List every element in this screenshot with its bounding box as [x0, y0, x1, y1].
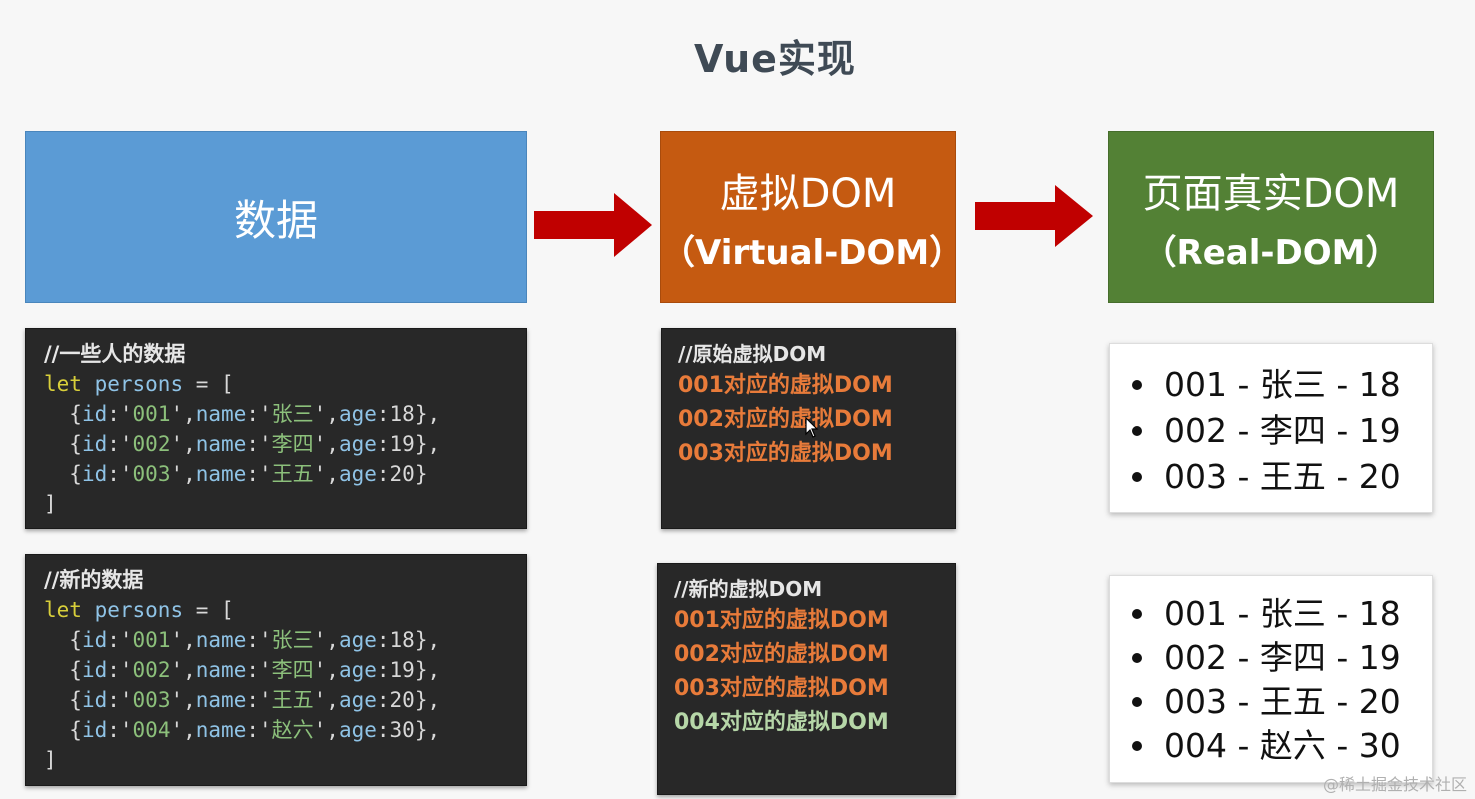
- bullet-icon: [1132, 653, 1142, 663]
- code-open-bracket: = [: [183, 372, 234, 396]
- code-row: {id:'004',name:'赵六',age:30},: [44, 718, 441, 742]
- page-title: Vue实现: [694, 37, 856, 81]
- vdom-item-new: 004对应的虚拟DOM: [674, 710, 889, 735]
- list-item: 001 - 张三 - 18: [1132, 362, 1414, 408]
- vdom-item: 001对应的虚拟DOM: [678, 373, 893, 398]
- virtual-dom-box-subtitle: （Virtual-DOM）: [661, 232, 964, 273]
- virtual-dom-box: 虚拟DOM （Virtual-DOM）: [660, 131, 964, 303]
- old-real-dom-list: 001 - 张三 - 18 002 - 李四 - 19 003 - 王五 - 2…: [1109, 343, 1433, 513]
- data-box: 数据: [25, 131, 527, 303]
- code-variable: persons: [94, 372, 184, 396]
- real-dom-box-title: 页面真实DOM: [1142, 170, 1400, 217]
- bullet-icon: [1132, 741, 1142, 751]
- data-box-label: 数据: [233, 195, 318, 245]
- code-row: {id:'002',name:'李四',age:19},: [44, 432, 441, 456]
- real-dom-box: 页面真实DOM （Real-DOM）: [1108, 131, 1434, 303]
- arrow-right-icon: [975, 185, 1093, 247]
- code-comment: //新的数据: [44, 568, 144, 592]
- vdom-comment: //新的虚拟DOM: [674, 577, 823, 601]
- virtual-dom-box-title: 虚拟DOM: [719, 170, 897, 217]
- list-item: 003 - 王五 - 20: [1132, 680, 1414, 724]
- new-real-dom-list: 001 - 张三 - 18 002 - 李四 - 19 003 - 王五 - 2…: [1109, 575, 1433, 783]
- real-dom-box-subtitle: （Real-DOM）: [1142, 232, 1400, 273]
- code-comment: //一些人的数据: [44, 342, 186, 366]
- list-item: 001 - 张三 - 18: [1132, 592, 1414, 636]
- code-row: {id:'001',name:'张三',age:18},: [44, 628, 441, 652]
- old-data-code-block: //一些人的数据 let persons = [ {id:'001',name:'…: [25, 328, 527, 529]
- mouse-cursor-icon: [805, 417, 819, 438]
- code-row: {id:'001',name:'张三',age:18},: [44, 402, 441, 426]
- code-row: {id:'003',name:'王五',age:20}: [44, 462, 428, 486]
- code-open-bracket: = [: [183, 598, 234, 622]
- bullet-icon: [1132, 426, 1142, 436]
- code-variable: persons: [94, 598, 184, 622]
- list-item: 002 - 李四 - 19: [1132, 636, 1414, 680]
- vdom-comment: //原始虚拟DOM: [678, 342, 827, 366]
- code-row: {id:'003',name:'王五',age:20},: [44, 688, 441, 712]
- vdom-item: 003对应的虚拟DOM: [678, 441, 893, 466]
- new-data-code-block: //新的数据 let persons = [ {id:'001',name:'张三…: [25, 554, 527, 786]
- code-close-bracket: ]: [44, 492, 57, 516]
- old-virtual-dom-block: //原始虚拟DOM 001对应的虚拟DOM 002对应的虚拟DOM 003对应的…: [661, 328, 956, 529]
- bullet-icon: [1132, 697, 1142, 707]
- code-keyword: let: [44, 372, 82, 396]
- new-virtual-dom-block: //新的虚拟DOM 001对应的虚拟DOM 002对应的虚拟DOM 003对应的…: [657, 563, 956, 795]
- watermark: @稀土掘金技术社区: [1322, 775, 1467, 794]
- code-close-bracket: ]: [44, 748, 57, 772]
- arrow-right-icon: [534, 193, 652, 257]
- code-row: {id:'002',name:'李四',age:19},: [44, 658, 441, 682]
- bullet-icon: [1132, 609, 1142, 619]
- code-keyword: let: [44, 598, 82, 622]
- list-item: 002 - 李四 - 19: [1132, 408, 1414, 454]
- vdom-item: 002对应的虚拟DOM: [674, 642, 889, 667]
- bullet-icon: [1132, 472, 1142, 482]
- list-item: 004 - 赵六 - 30: [1132, 724, 1414, 768]
- bullet-icon: [1132, 380, 1142, 390]
- vdom-item: 002对应的虚拟DOM: [678, 407, 893, 432]
- list-item: 003 - 王五 - 20: [1132, 454, 1414, 500]
- vdom-item: 003对应的虚拟DOM: [674, 676, 889, 701]
- vdom-item: 001对应的虚拟DOM: [674, 608, 889, 633]
